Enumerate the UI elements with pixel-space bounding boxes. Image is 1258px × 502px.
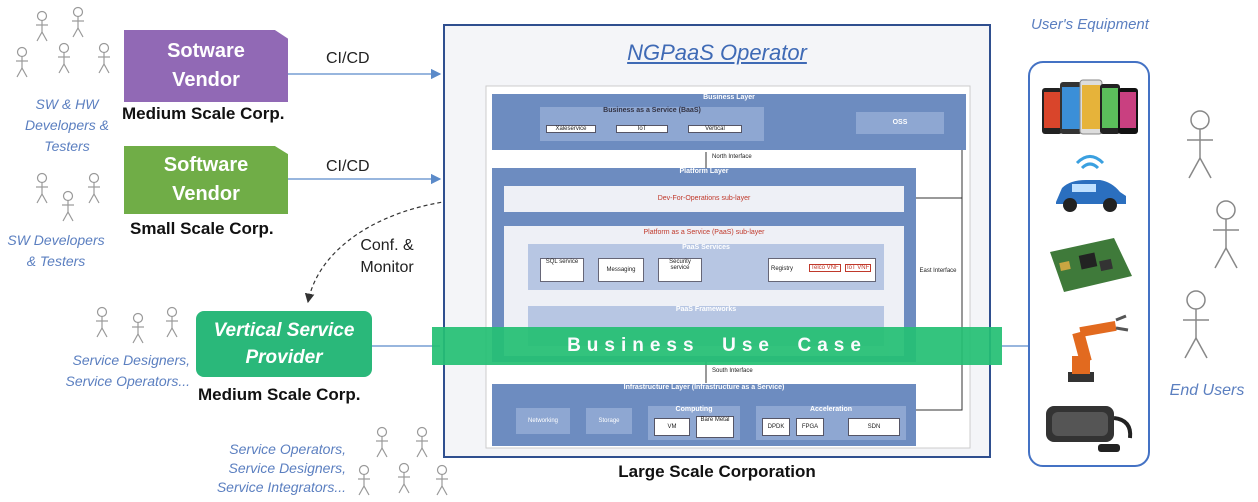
service-operators-label: Service Operators, Service Designers, Se… xyxy=(216,441,346,495)
computing-item: Bare Metal xyxy=(696,416,734,438)
north-interface-label: North Interface xyxy=(712,154,752,160)
software-vendor-medium-box[interactable]: Sotware Vendor xyxy=(124,30,288,102)
south-interface-label: South Interface xyxy=(712,368,753,374)
infra-layer-title: Infrastructure Layer (Infrastructure as … xyxy=(623,384,785,391)
infrastructure-layer[interactable]: Infrastructure Layer (Infrastructure as … xyxy=(492,384,916,446)
sw-hw-developers-label: SW & HW Developers & Testers xyxy=(24,96,110,154)
baas-item: Vertical xyxy=(688,125,742,133)
registry-item: IoT VNF xyxy=(845,264,872,272)
cicd-label-top: CI/CD xyxy=(326,50,370,67)
paas-frameworks-title: PaaS Frameworks xyxy=(675,306,737,313)
small-scale-corp-label: Small Scale Corp. xyxy=(130,219,274,238)
service-item: SQL service xyxy=(540,258,584,282)
connected-car-icon xyxy=(1050,152,1130,218)
users-equipment-title: User's Equipment xyxy=(1031,16,1149,33)
vendor-title-line1: Sotware xyxy=(167,40,245,62)
developers-group-1 xyxy=(15,6,111,78)
baas-item: Xaleservice xyxy=(546,125,596,133)
computing-title: Computing xyxy=(675,406,713,413)
vendor-title-line2: Vendor xyxy=(172,183,240,205)
infra-item: Networking xyxy=(516,408,570,434)
oss-box: OSS xyxy=(856,112,944,134)
vsp-title-line2: Provider xyxy=(245,347,323,368)
east-interface-label: East Interface xyxy=(919,268,957,274)
computing-box: Computing VM Bare Metal xyxy=(648,406,740,440)
cicd-label-bottom: CI/CD xyxy=(326,158,370,175)
baas-box: Business as a Service (BaaS) Xaleservice… xyxy=(540,107,764,141)
sw-developers-label: SW Developers & Testers xyxy=(7,232,105,269)
paas-services-box: PaaS Services SQL service Messaging Secu… xyxy=(528,244,884,290)
sdn-item: SDN xyxy=(848,418,900,436)
large-scale-corp-label: Large Scale Corporation xyxy=(618,462,816,481)
conf-monitor-label: Conf. & Monitor xyxy=(360,237,414,276)
developers-group-2 xyxy=(35,172,101,222)
operators-group xyxy=(357,426,449,496)
business-layer-title: Business Layer xyxy=(703,94,755,101)
accel-item: FPGA xyxy=(796,418,824,436)
software-vendor-small-box[interactable]: Software Vendor xyxy=(124,146,288,214)
business-use-case-banner[interactable]: Business Use Case xyxy=(432,327,1002,365)
smartphones-icon xyxy=(1040,78,1140,136)
registry-label: Registry xyxy=(771,266,794,272)
acceleration-title: Acceleration xyxy=(809,406,853,413)
platform-layer-title: Platform Layer xyxy=(679,168,729,175)
circuit-board-icon xyxy=(1044,234,1136,296)
baas-item: IoT xyxy=(616,125,668,133)
vendor-title-line2: Vendor xyxy=(172,69,240,91)
service-item: Security service xyxy=(658,258,702,282)
baas-title: Business as a Service (BaaS) xyxy=(603,107,701,114)
end-users-figures xyxy=(1182,110,1240,359)
computing-item: VM xyxy=(654,418,690,436)
accel-item: DPDK xyxy=(762,418,790,436)
service-designers-label: Service Designers, Service Operators... xyxy=(65,352,191,389)
paas-sublayer-title: Platform as a Service (PaaS) sub-layer xyxy=(643,229,765,236)
designers-group xyxy=(95,306,179,344)
business-layer[interactable]: Business Layer Business as a Service (Ba… xyxy=(492,94,966,150)
acceleration-box: Acceleration DPDK FPGA SDN xyxy=(756,406,906,440)
devforops-sublayer: Dev-For-Operations sub-layer xyxy=(504,186,904,212)
vr-headset-icon xyxy=(1040,398,1136,460)
paas-services-title: PaaS Services xyxy=(682,244,730,251)
medium-scale-corp-label-2: Medium Scale Corp. xyxy=(198,385,361,404)
end-users-label: End Users xyxy=(1169,382,1245,399)
vsp-title-line1: Vertical Service xyxy=(213,320,355,341)
registry-item: Telco VNF xyxy=(809,264,841,272)
service-item: Messaging xyxy=(598,258,644,282)
vendor-title-line1: Software xyxy=(163,154,249,176)
operator-title: NGPaaS Operator xyxy=(627,40,807,65)
medium-scale-corp-label-1: Medium Scale Corp. xyxy=(122,104,285,123)
infra-item: Storage xyxy=(586,408,632,434)
vertical-service-provider-box[interactable]: Vertical Service Provider xyxy=(196,311,372,377)
registry-box: Registry Telco VNF IoT VNF xyxy=(768,258,876,282)
robot-arm-icon xyxy=(1056,312,1132,384)
